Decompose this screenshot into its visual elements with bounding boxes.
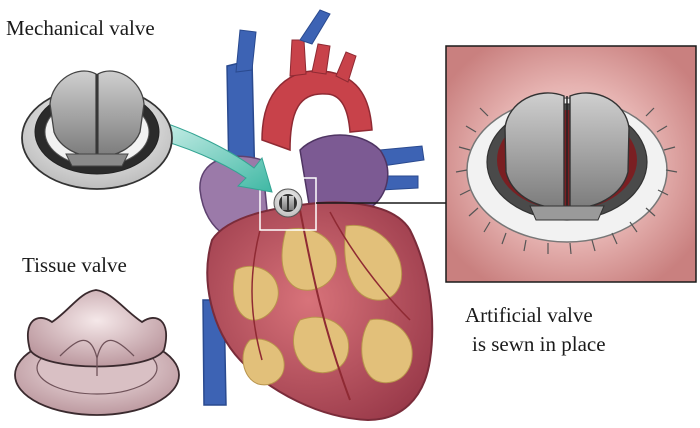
tissue-valve-label: Tissue valve (22, 253, 127, 277)
heart-illustration (199, 134, 434, 422)
sewn-valve-inset (445, 45, 697, 283)
artificial-valve-label-line1: Artificial valve (465, 303, 593, 327)
mechanical-valve-label: Mechanical valve (6, 16, 155, 40)
tissue-valve-illustration (14, 289, 180, 416)
artificial-valve-label-line2: is sewn in place (472, 332, 606, 356)
teal-arrow (145, 117, 273, 193)
mechanical-valve-illustration (21, 70, 173, 190)
